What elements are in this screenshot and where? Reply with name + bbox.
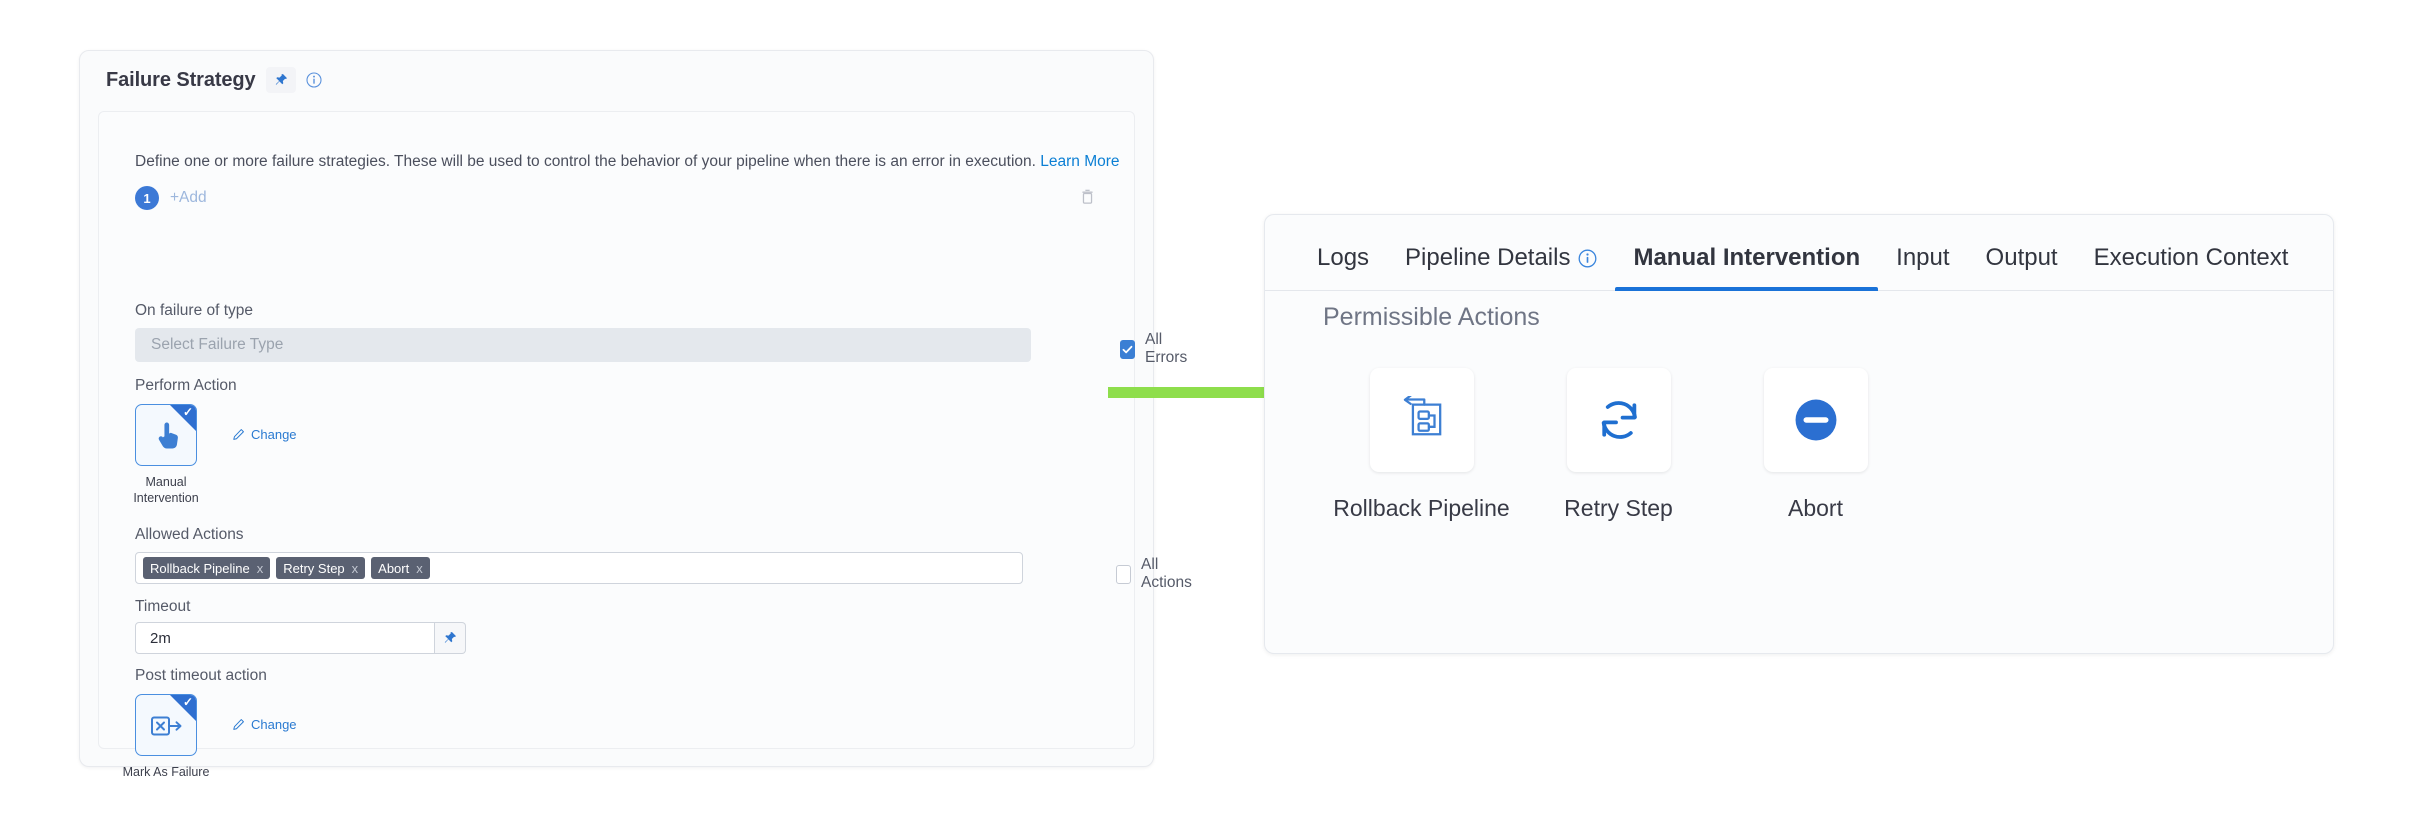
add-strategy-link[interactable]: +Add xyxy=(170,189,207,206)
page-title: Failure Strategy xyxy=(106,68,256,91)
pin-button[interactable] xyxy=(265,67,296,93)
tile-check-icon: ✓ xyxy=(182,405,193,419)
post-timeout-action-label: Post timeout action xyxy=(135,667,267,684)
info-circle-icon xyxy=(1579,249,1597,267)
strategy-add-row: 1 +Add xyxy=(135,186,207,210)
tab-input[interactable]: Input xyxy=(1878,244,1967,290)
tab-manual-intervention[interactable]: Manual Intervention xyxy=(1615,244,1878,291)
info-circle-icon xyxy=(306,72,322,88)
timeout-field: 2m xyxy=(135,622,466,654)
tab-logs[interactable]: Logs xyxy=(1299,244,1387,290)
tag-label: Abort xyxy=(378,560,410,576)
timeout-pin-button[interactable] xyxy=(435,622,466,654)
action-label: Rollback Pipeline xyxy=(1333,495,1510,521)
perform-action-value: Manual Intervention xyxy=(133,475,199,505)
panel-header: Failure Strategy xyxy=(80,51,1153,93)
all-actions-label: All Actions xyxy=(1141,556,1192,591)
abort-icon xyxy=(1795,399,1836,441)
execution-details-panel: Logs Pipeline Details Manual Interventio… xyxy=(1264,214,2334,654)
post-timeout-action-tile[interactable]: ✓ xyxy=(135,694,197,756)
perform-action-label: Perform Action xyxy=(135,377,237,394)
strategy-index-badge[interactable]: 1 xyxy=(135,186,159,210)
tag-chip[interactable]: Rollback Pipeline x xyxy=(143,557,271,579)
tag-label: Retry Step xyxy=(283,560,345,576)
all-actions-checkbox[interactable] xyxy=(1116,564,1132,584)
all-errors-checkbox-row[interactable]: All Errors xyxy=(1120,331,1191,367)
change-label: Change xyxy=(251,717,297,732)
pin-icon xyxy=(444,632,456,643)
tab-pipeline-details[interactable]: Pipeline Details xyxy=(1387,244,1615,290)
pin-icon xyxy=(275,74,287,85)
tile-selected-corner xyxy=(170,695,196,721)
tab-label: Execution Context xyxy=(2093,244,2289,271)
retry-step-button[interactable] xyxy=(1566,368,1671,472)
allowed-actions-label: Allowed Actions xyxy=(135,526,244,543)
tag-label: Rollback Pipeline xyxy=(150,560,250,576)
allowed-actions-input[interactable]: Rollback Pipeline x Retry Step x Abort x xyxy=(135,552,1023,584)
check-icon xyxy=(1122,345,1133,353)
post-timeout-action-value: Mark As Failure xyxy=(122,765,210,779)
perform-action-change-button[interactable]: Change xyxy=(232,427,297,442)
action-item-abort: Abort xyxy=(1717,368,1914,523)
tab-execution-context[interactable]: Execution Context xyxy=(2076,244,2307,290)
change-label: Change xyxy=(251,427,297,442)
panel-description: Define one or more failure strategies. T… xyxy=(135,152,1120,172)
failure-type-select[interactable]: Select Failure Type xyxy=(135,328,1031,362)
info-icon[interactable] xyxy=(306,72,322,88)
pencil-icon xyxy=(233,719,244,730)
rollback-pipeline-button[interactable] xyxy=(1369,368,1474,472)
tab-bar: Logs Pipeline Details Manual Interventio… xyxy=(1265,215,2333,291)
all-errors-checkbox[interactable] xyxy=(1120,339,1135,359)
strategy-card: Define one or more failure strategies. T… xyxy=(98,111,1192,779)
tab-label: Output xyxy=(1985,244,2058,271)
perform-action-tile[interactable]: ✓ xyxy=(135,404,197,466)
delete-strategy-button[interactable] xyxy=(1079,188,1096,210)
tab-label: Logs xyxy=(1317,244,1370,271)
tab-label: Input xyxy=(1896,244,1950,271)
info-icon[interactable] xyxy=(1578,249,1597,268)
action-label: Retry Step xyxy=(1564,495,1673,521)
tab-output[interactable]: Output xyxy=(1968,244,2076,290)
post-timeout-change-button[interactable]: Change xyxy=(232,717,297,732)
permissible-actions-grid: Rollback Pipeline Retry Step xyxy=(1323,368,1914,523)
tag-chip[interactable]: Retry Step x xyxy=(276,557,366,579)
mark-as-failure-icon xyxy=(136,695,196,755)
tab-label: Manual Intervention xyxy=(1633,244,1861,271)
rollback-pipeline-icon xyxy=(1403,396,1441,436)
abort-button[interactable] xyxy=(1763,368,1868,472)
tag-remove-icon[interactable]: x xyxy=(416,560,423,576)
on-failure-type-label: On failure of type xyxy=(135,302,254,319)
action-item-rollback-pipeline: Rollback Pipeline xyxy=(1323,368,1520,523)
action-item-retry-step: Retry Step xyxy=(1520,368,1717,523)
description-text: Define one or more failure strategies. T… xyxy=(135,153,1036,170)
tile-selected-corner xyxy=(170,405,196,431)
tag-remove-icon[interactable]: x xyxy=(351,560,359,576)
timeout-input[interactable]: 2m xyxy=(135,622,435,654)
pencil-icon xyxy=(233,429,244,440)
trash-icon xyxy=(1082,189,1093,204)
permissible-actions-title: Permissible Actions xyxy=(1323,303,1540,331)
tag-remove-icon[interactable]: x xyxy=(256,560,264,576)
timeout-label: Timeout xyxy=(135,598,191,615)
retry-step-icon xyxy=(1601,401,1637,439)
tab-label: Pipeline Details xyxy=(1405,244,1571,271)
tag-chip[interactable]: Abort x xyxy=(371,557,430,579)
all-actions-checkbox-row[interactable]: All Actions xyxy=(1116,556,1196,592)
tile-check-icon: ✓ xyxy=(182,695,193,709)
manual-intervention-icon xyxy=(136,405,196,465)
action-label: Abort xyxy=(1788,495,1843,521)
failure-strategy-panel: Failure Strategy Define one or more fail… xyxy=(79,50,1192,779)
all-errors-label: All Errors xyxy=(1145,331,1188,366)
learn-more-link[interactable]: Learn More xyxy=(1040,153,1120,170)
